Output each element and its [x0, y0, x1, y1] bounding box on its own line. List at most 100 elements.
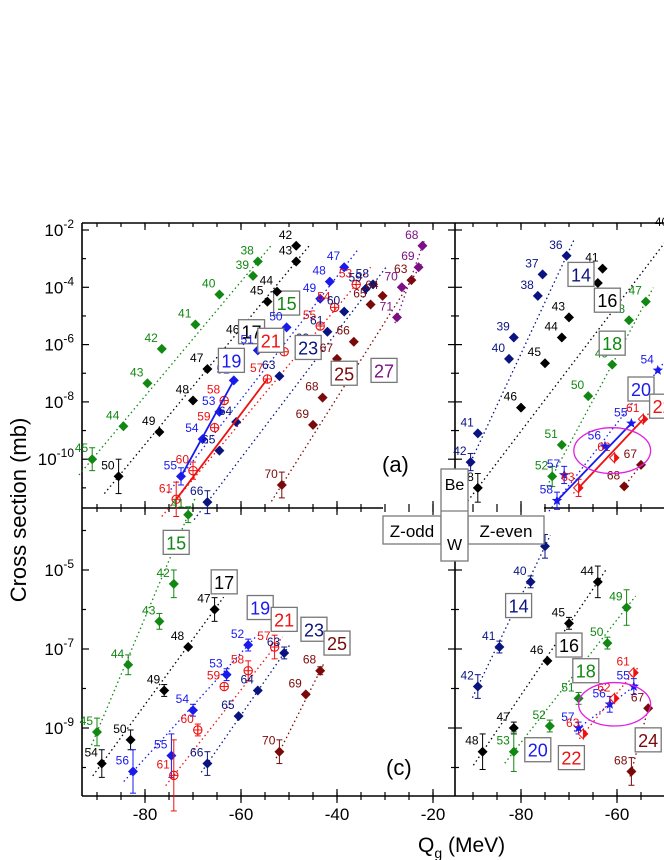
diamond-marker	[564, 618, 574, 629]
fit-line	[556, 422, 633, 502]
legend-z-even: Z-even	[480, 522, 533, 541]
diamond-marker	[508, 746, 519, 757]
isotope-mass-label: 36	[549, 238, 563, 252]
diamond-marker	[494, 642, 505, 653]
isotope-mass-label: 71	[380, 299, 394, 313]
diamond-marker	[597, 263, 608, 274]
y-tick-label: 10-8	[44, 389, 74, 412]
diamond-marker	[324, 276, 335, 287]
trend-line	[504, 595, 637, 764]
z-label-box: 27	[370, 357, 398, 384]
isotope-mass-label: 64	[219, 404, 233, 418]
panel-label-a: (a)	[382, 452, 409, 477]
isotope-mass-label: 68	[607, 468, 621, 482]
isotope-mass-label: 40	[655, 215, 664, 229]
svg-text:16: 16	[559, 636, 579, 656]
isotope-mass-label: 68	[405, 228, 419, 242]
z-label-box: 22	[648, 393, 664, 419]
half-diamond-marker	[633, 667, 639, 678]
isotope-mass-label: 41	[171, 497, 185, 511]
isotope-mass-label: 47	[197, 592, 211, 606]
x-axis-label: Qg (MeV)	[418, 834, 505, 860]
isotope-mass-label: 57	[250, 361, 264, 375]
half-diamond-marker	[583, 728, 589, 739]
diamond-marker	[252, 685, 263, 696]
trend-line	[161, 266, 372, 517]
diamond-marker	[154, 616, 165, 627]
diamond-marker	[159, 685, 170, 696]
x-tick-label: -80	[509, 805, 534, 824]
isotope-mass-label: 57	[561, 710, 575, 724]
diamond-marker	[274, 371, 285, 382]
isotope-mass-label: 40	[492, 341, 506, 355]
isotope-mass-label: 55	[616, 669, 630, 683]
isotope-mass-label: 58	[207, 382, 221, 396]
z-label-box: 24	[634, 727, 662, 753]
isotope-mass-label: 61	[626, 401, 640, 415]
svg-text:19: 19	[250, 599, 270, 619]
diamond-marker	[465, 457, 476, 468]
isotope-mass-label: 52	[231, 627, 245, 641]
diamond-marker	[214, 445, 225, 456]
star-marker	[604, 698, 615, 709]
isotope-mass-label: 53	[209, 657, 223, 671]
svg-text:18: 18	[576, 662, 596, 682]
isotope-mass-label: 41	[178, 307, 192, 321]
star-marker	[652, 364, 663, 375]
isotope-mass-label: 59	[207, 669, 221, 683]
isotope-mass-label: 43	[552, 299, 566, 313]
axis-ticks: -80-60-40-20-80-6010-210-410-610-810-101…	[38, 217, 642, 824]
diamond-marker	[188, 705, 198, 716]
isotope-mass-label: 64	[240, 672, 254, 686]
isotope-mass-label: 64	[365, 278, 379, 292]
isotope-mass-label: 47	[190, 351, 204, 365]
isotope-mass-label: 54	[84, 746, 98, 760]
diamond-marker	[322, 326, 333, 337]
trend-line	[167, 250, 358, 494]
isotope-mass-label: 63	[262, 358, 276, 372]
isotope-mass-label: 70	[384, 269, 398, 283]
diamond-marker	[276, 479, 287, 490]
isotope-mass-label: 55	[164, 458, 178, 472]
svg-text:15: 15	[166, 533, 186, 553]
diamond-marker	[348, 336, 359, 347]
diamond-marker	[516, 402, 526, 413]
isotope-mass-label: 57	[547, 457, 561, 471]
diamond-marker	[561, 250, 572, 261]
legend-be: Be	[445, 477, 465, 494]
isotope-mass-label: 44	[544, 319, 558, 333]
svg-text:20: 20	[631, 380, 651, 400]
diamond-marker	[248, 270, 258, 281]
diamond-marker	[118, 421, 129, 432]
svg-text:17: 17	[242, 323, 262, 343]
diamond-marker	[540, 358, 550, 369]
diamond-marker	[607, 359, 618, 370]
isotope-mass-label: 69	[288, 676, 302, 690]
z-label-box: 15	[162, 529, 190, 555]
diamond-marker	[377, 290, 388, 301]
isotope-mass-label: 61	[616, 655, 630, 669]
trend-line	[193, 266, 387, 520]
isotope-mass-label: 60	[327, 294, 341, 308]
isotope-mass-label: 49	[147, 672, 161, 686]
isotope-mass-label: 49	[142, 414, 156, 428]
data-series: 3839404142434445154243444546474849501747…	[75, 215, 664, 812]
diamond-marker	[300, 689, 311, 700]
star-marker	[599, 440, 611, 451]
isotope-mass-label: 42	[144, 331, 158, 345]
svg-text:25: 25	[334, 364, 354, 384]
isotope-mass-label: 53	[202, 394, 216, 408]
series-z16: 4041424344454648	[460, 215, 664, 509]
isotope-mass-label: 41	[460, 415, 474, 429]
isotope-mass-label: 50	[269, 309, 283, 323]
isotope-mass-label: 50	[590, 625, 604, 639]
isotope-mass-label: 54	[176, 692, 190, 706]
isotope-mass-label: 42	[279, 228, 293, 242]
